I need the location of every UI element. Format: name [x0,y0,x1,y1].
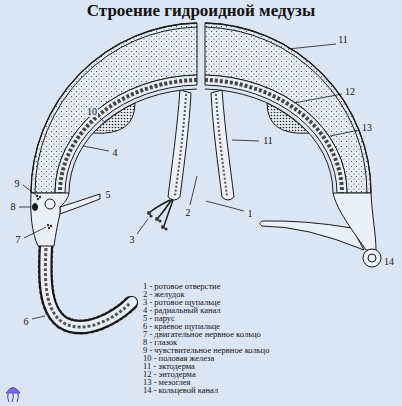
callout-number: 1 [247,209,254,219]
nerve-ring [48,227,50,229]
ring-canal-lumen [368,254,376,262]
logo-icon [6,388,20,403]
nerve-ring [50,225,52,227]
leader-line [137,219,148,234]
nerve-ring [47,224,49,226]
ring-canal [45,199,55,209]
callout-number: 8 [10,202,17,212]
leader-line [32,316,45,319]
leader-line [23,185,36,195]
leader-line [24,227,46,238]
tentacle-nematocysts [45,246,132,327]
leader-line [294,94,342,103]
gonad [267,103,309,133]
leader-line [19,207,31,208]
mouth-tentacle [164,200,173,226]
callout-number: 11 [337,35,349,45]
marginal-tentacle [45,246,132,327]
logo-tentacles [8,393,19,402]
callout-number: 10 [86,107,98,117]
leader-line [100,118,106,123]
manubrium-wall [168,90,191,200]
leader-line [288,44,336,49]
ocellus [33,204,38,211]
nematocyst-knob [164,227,167,230]
nematocyst-knob [155,217,159,221]
ring-canal [363,249,381,267]
callout-number: 9 [14,179,21,189]
nematocyst-knob [147,211,151,215]
leader-line [330,130,359,136]
diagram-title: Строение гидроидной медузы [0,1,402,21]
nematocyst-knob [161,225,165,229]
callout-number: 5 [105,190,112,200]
manubrium-endoderm [175,94,186,196]
mouth-tentacle [150,200,170,212]
nematocyst-knob [158,219,161,222]
leader-line [232,140,259,141]
key-entry: 14 - кольцевой канал [143,386,218,395]
bell-margin [333,193,376,250]
leader-line [190,176,197,205]
callout-number: 2 [185,208,192,218]
manubrium-endoderm [216,94,227,196]
leader-line [206,201,244,211]
bell-outline [205,23,371,193]
manubrium-wall [211,90,234,200]
callout-number: 4 [112,148,119,158]
nerve-ring [36,195,38,197]
nematocyst-knob [149,214,152,217]
callout-number: 13 [361,123,373,133]
gonad [93,103,135,133]
callout-number: 7 [15,235,22,245]
bell-margin [31,193,69,246]
nerve-ring [39,196,41,198]
logo-bell [6,388,20,394]
callout-number: 12 [344,87,356,97]
callout-number: 11 [262,136,274,146]
tentacle-core [45,248,130,327]
callout-number: 14 [383,257,395,267]
callout-number: 3 [129,235,136,245]
nerve-ring [37,198,39,200]
leader-line [83,146,109,151]
callout-number: 6 [23,317,30,327]
bell-outline [31,23,197,193]
marginal-tentacle [45,246,132,327]
